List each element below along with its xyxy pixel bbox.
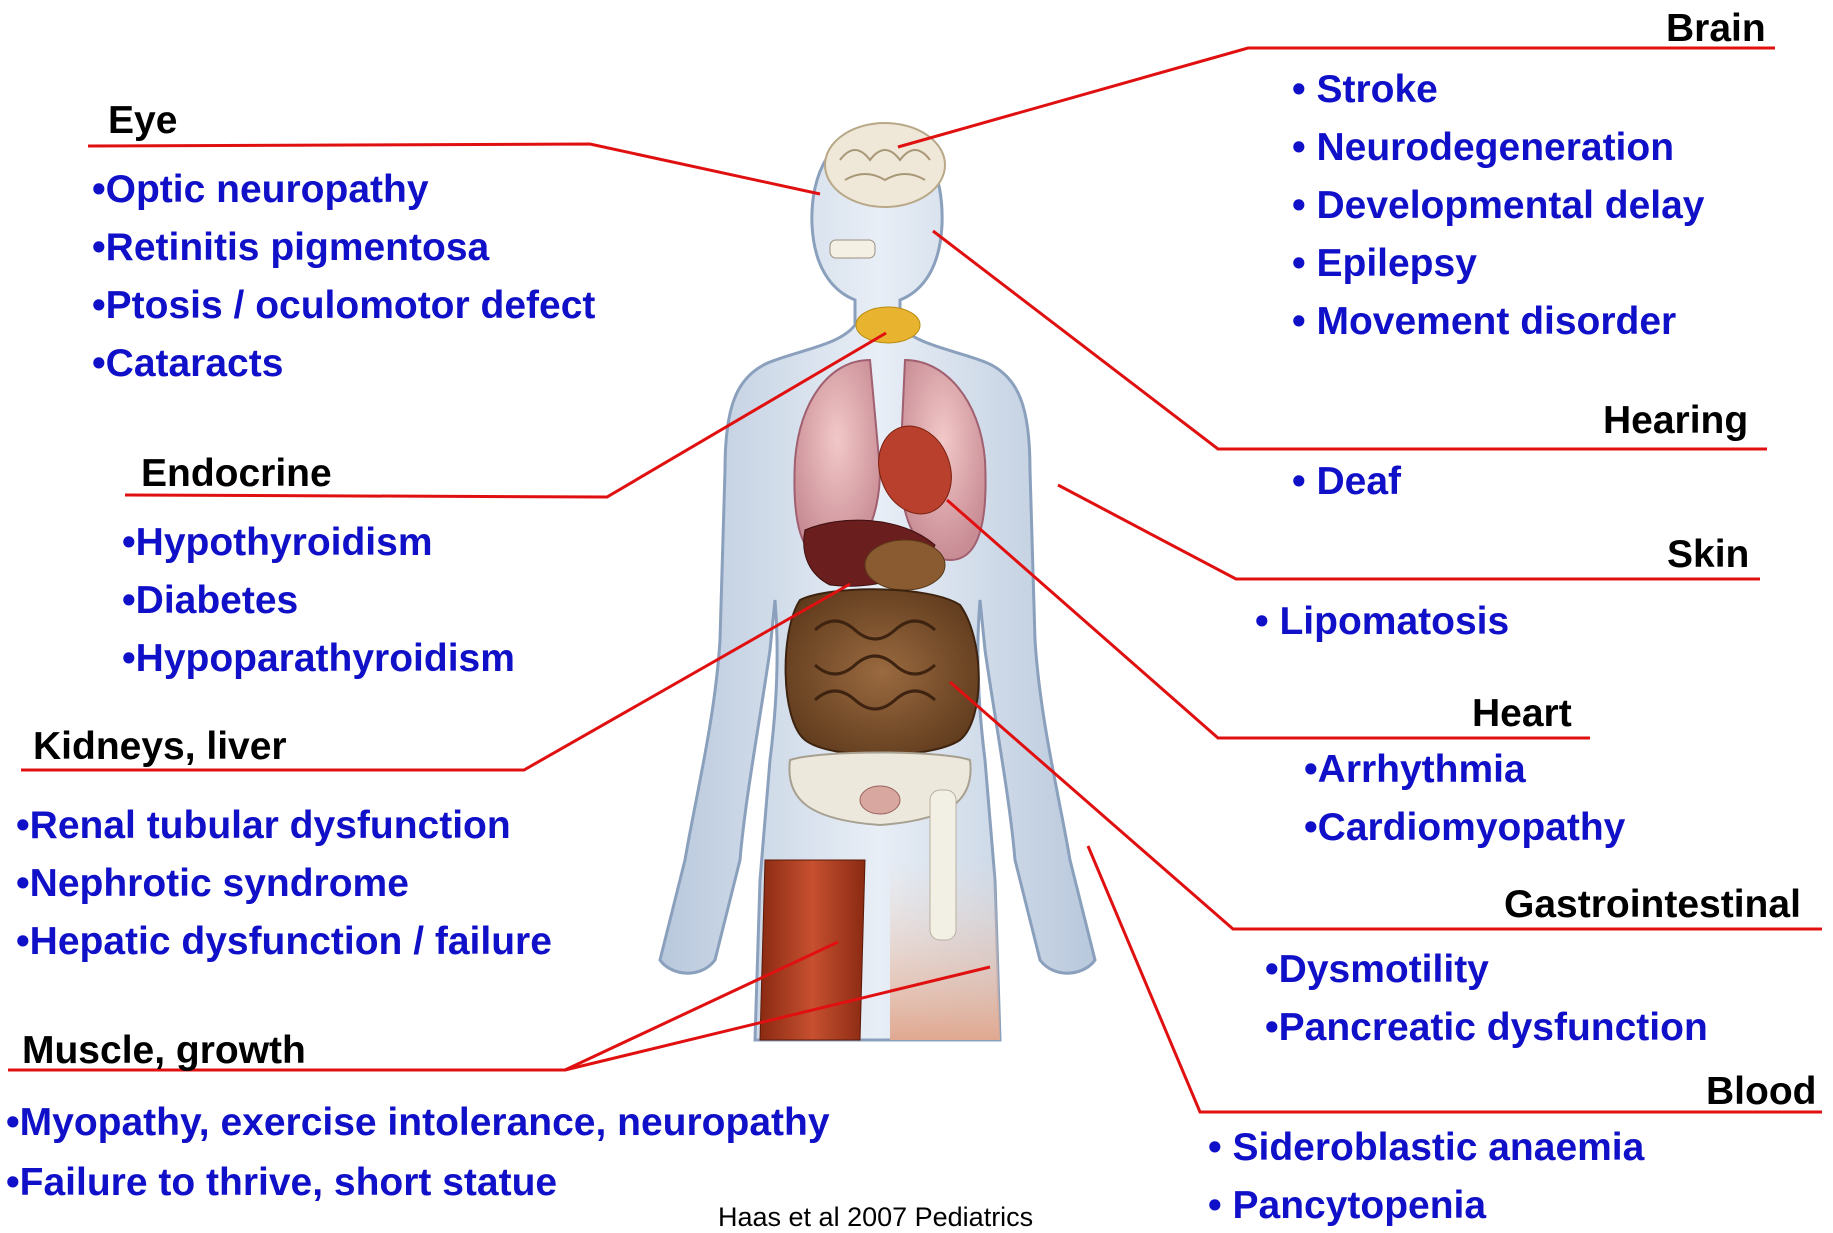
eye-item: •Optic neuropathy xyxy=(92,170,429,209)
eye-item: •Cataracts xyxy=(92,344,283,383)
brain-item: • Movement disorder xyxy=(1292,302,1676,341)
blood-title: Blood xyxy=(1706,1072,1816,1111)
leg-muscle xyxy=(760,860,865,1040)
endocrine-item: •Hypoparathyroidism xyxy=(122,639,515,678)
citation: Haas et al 2007 Pediatrics xyxy=(718,1202,1033,1233)
endocrine-title: Endocrine xyxy=(141,454,332,493)
eye-title: Eye xyxy=(108,101,177,140)
brain-item: • Epilepsy xyxy=(1292,244,1477,283)
eye-item: •Retinitis pigmentosa xyxy=(92,228,489,267)
hearing-title: Hearing xyxy=(1603,401,1748,440)
gi-title: Gastrointestinal xyxy=(1504,885,1801,924)
gi-item: •Pancreatic dysfunction xyxy=(1265,1008,1708,1047)
gi-item: •Dysmotility xyxy=(1265,950,1489,989)
kidneys-item: •Nephrotic syndrome xyxy=(16,864,409,903)
heart-item: •Cardiomyopathy xyxy=(1304,808,1625,847)
blood-item: • Pancytopenia xyxy=(1208,1186,1486,1225)
heart-item: •Arrhythmia xyxy=(1304,750,1526,789)
brain-item: • Stroke xyxy=(1292,70,1438,109)
endocrine-item: •Diabetes xyxy=(122,581,298,620)
skin-title: Skin xyxy=(1667,535,1749,574)
muscle-title: Muscle, growth xyxy=(22,1031,306,1070)
femur xyxy=(930,790,956,940)
stomach xyxy=(865,540,945,590)
intestines xyxy=(786,589,979,755)
heart-title: Heart xyxy=(1472,694,1572,733)
thyroid xyxy=(856,307,920,343)
human-figure xyxy=(660,123,1095,1040)
skin-leader xyxy=(1058,485,1760,579)
skin-item: • Lipomatosis xyxy=(1255,602,1509,641)
brain-item: • Neurodegeneration xyxy=(1292,128,1674,167)
muscle-item: •Failure to thrive, short statue xyxy=(6,1163,557,1202)
muscle-item: •Myopathy, exercise intolerance, neuropa… xyxy=(6,1103,830,1142)
endocrine-item: •Hypothyroidism xyxy=(122,523,433,562)
hearing-item: • Deaf xyxy=(1292,462,1401,501)
brain xyxy=(825,123,945,207)
kidneys-item: •Renal tubular dysfunction xyxy=(16,806,511,845)
eye-item: •Ptosis / oculomotor defect xyxy=(92,286,595,325)
uterus xyxy=(860,786,900,814)
kidneys-item: •Hepatic dysfunction / failure xyxy=(16,922,552,961)
teeth xyxy=(830,240,875,258)
kidneys-title: Kidneys, liver xyxy=(33,727,287,766)
blood-item: • Sideroblastic anaemia xyxy=(1208,1128,1644,1167)
brain-title: Brain xyxy=(1666,9,1766,48)
brain-item: • Developmental delay xyxy=(1292,186,1704,225)
